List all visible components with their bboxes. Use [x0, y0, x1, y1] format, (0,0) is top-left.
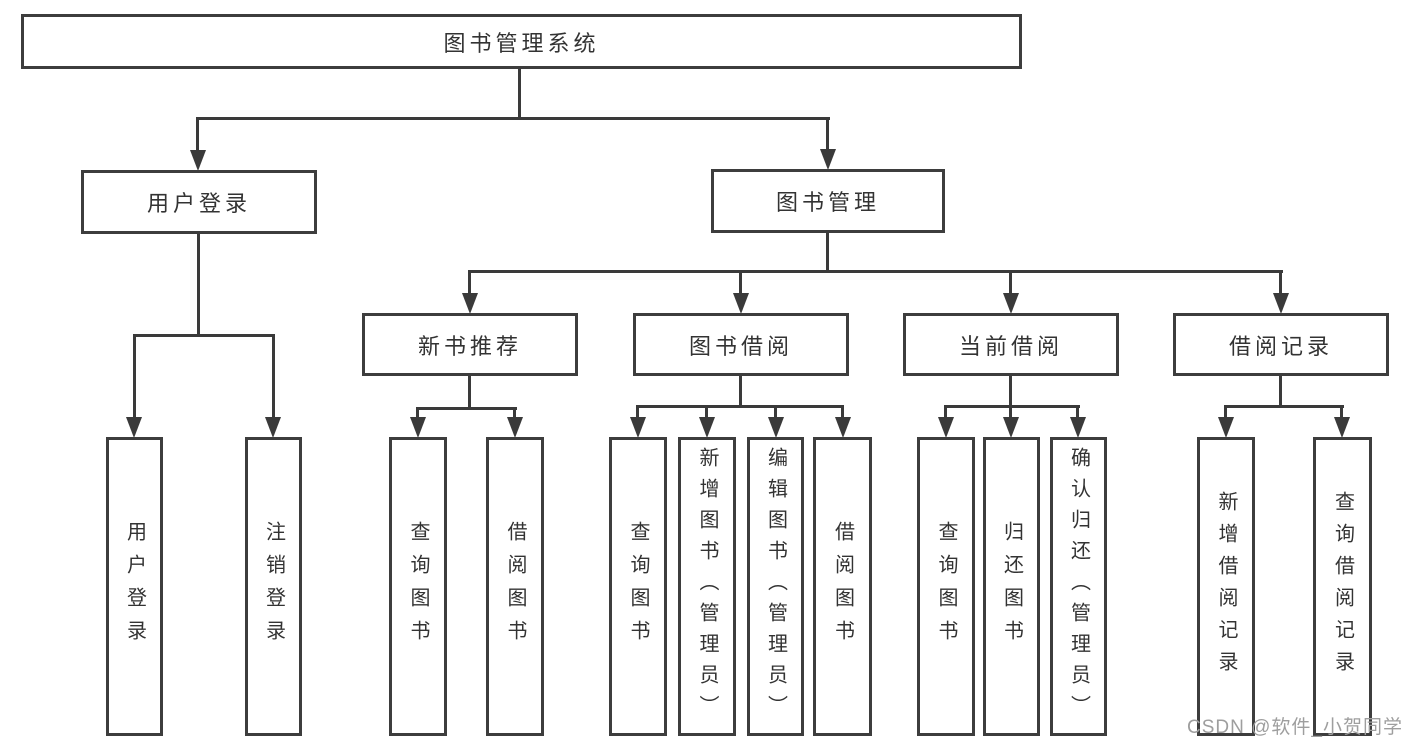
arrowhead-icon: [820, 149, 836, 170]
leaf-edit-book-admin: 编辑图书（管理员）: [747, 437, 804, 736]
connector-line: [133, 334, 275, 337]
leaf-add-book-admin: 新增图书（管理员）: [678, 437, 736, 736]
arrowhead-icon: [462, 293, 478, 314]
leaf-confirm-return-admin: 确认归还（管理员）: [1050, 437, 1107, 736]
connector-line: [739, 376, 742, 407]
leaf-recommend-query-book: 查询图书: [389, 437, 447, 736]
connector-line: [636, 405, 639, 419]
connector-line: [826, 233, 829, 272]
leaf-query-borrow-record: 查询借阅记录: [1313, 437, 1372, 736]
connector-line: [826, 117, 829, 152]
arrowhead-icon: [768, 417, 784, 438]
leaf-borrow-book-label: 借阅图书: [831, 520, 854, 653]
node-current-borrow-label: 当前借阅: [958, 333, 1063, 359]
leaf-confirm-return-admin-label: 确认归还（管理员）: [1067, 447, 1090, 726]
connector-line: [513, 407, 516, 419]
leaf-borrow-query-book: 查询图书: [609, 437, 667, 736]
leaf-add-borrow-record: 新增借阅记录: [1197, 437, 1255, 736]
arrowhead-icon: [1003, 293, 1019, 314]
arrowhead-icon: [699, 417, 715, 438]
connector-line: [1009, 270, 1012, 295]
node-book-management: 图书管理: [711, 169, 945, 233]
leaf-current-query-book: 查询图书: [917, 437, 975, 736]
leaf-logout-label: 注销登录: [262, 520, 285, 653]
node-borrow-record-label: 借阅记录: [1228, 333, 1333, 359]
leaf-recommend-borrow-book: 借阅图书: [486, 437, 544, 736]
leaf-add-borrow-record-label: 新增借阅记录: [1215, 490, 1237, 683]
csdn-watermark: CSDN @软件_小贺同学: [1187, 717, 1403, 738]
leaf-borrow-book: 借阅图书: [813, 437, 872, 736]
arrowhead-icon: [265, 417, 281, 438]
arrowhead-icon: [1070, 417, 1086, 438]
connector-line: [468, 270, 471, 295]
node-borrow-record: 借阅记录: [1173, 313, 1389, 376]
connector-line: [1076, 405, 1079, 419]
connector-line: [1009, 405, 1012, 419]
node-user-login: 用户登录: [81, 170, 317, 234]
connector-line: [1224, 405, 1227, 419]
connector-line: [197, 234, 200, 336]
leaf-query-borrow-record-label: 查询借阅记录: [1331, 490, 1354, 683]
arrowhead-icon: [938, 417, 954, 438]
node-new-book-recommend-label: 新书推荐: [417, 333, 522, 359]
leaf-current-query-book-label: 查询图书: [935, 520, 957, 653]
connector-line: [196, 117, 830, 120]
leaf-user-login: 用户登录: [106, 437, 163, 736]
connector-line: [1279, 376, 1282, 407]
leaf-return-book: 归还图书: [983, 437, 1040, 736]
arrowhead-icon: [507, 417, 523, 438]
arrowhead-icon: [190, 150, 206, 171]
node-new-book-recommend: 新书推荐: [362, 313, 578, 376]
node-user-login-label: 用户登录: [146, 191, 251, 216]
leaf-user-login-label: 用户登录: [123, 520, 146, 653]
arrowhead-icon: [630, 417, 646, 438]
connector-line: [774, 405, 777, 419]
arrowhead-icon: [126, 417, 142, 438]
connector-line: [944, 405, 947, 419]
connector-line: [468, 270, 1283, 273]
connector-line: [196, 117, 199, 153]
connector-line: [518, 69, 521, 119]
connector-line: [739, 270, 742, 295]
node-book-borrow-label: 图书借阅: [688, 333, 793, 359]
leaf-borrow-query-book-label: 查询图书: [627, 520, 649, 653]
connector-line: [1009, 376, 1012, 407]
connector-line: [1340, 405, 1343, 419]
arrowhead-icon: [1273, 293, 1289, 314]
arrowhead-icon: [1218, 417, 1234, 438]
arrowhead-icon: [410, 417, 426, 438]
arrowhead-icon: [1334, 417, 1350, 438]
leaf-logout: 注销登录: [245, 437, 302, 736]
node-current-borrow: 当前借阅: [903, 313, 1119, 376]
node-book-borrow: 图书借阅: [633, 313, 849, 376]
connector-line: [1279, 270, 1282, 295]
connector-line: [636, 405, 844, 408]
connector-line: [841, 405, 844, 419]
connector-line: [272, 334, 275, 419]
leaf-add-book-admin-label: 新增图书（管理员）: [696, 447, 718, 726]
arrowhead-icon: [733, 293, 749, 314]
connector-line: [705, 405, 708, 419]
connector-line: [416, 407, 419, 419]
leaf-recommend-query-book-label: 查询图书: [407, 520, 429, 653]
arrowhead-icon: [1003, 417, 1019, 438]
arrowhead-icon: [835, 417, 851, 438]
node-book-management-label: 图书管理: [775, 190, 880, 215]
connector-line: [1224, 405, 1344, 408]
leaf-recommend-borrow-book-label: 借阅图书: [504, 520, 526, 653]
node-root-label: 图书管理系统: [443, 30, 600, 56]
connector-line: [416, 407, 517, 410]
node-root: 图书管理系统: [21, 14, 1022, 69]
leaf-return-book-label: 归还图书: [1000, 520, 1023, 653]
connector-line: [468, 376, 471, 409]
connector-line: [944, 405, 1080, 408]
leaf-edit-book-admin-label: 编辑图书（管理员）: [764, 447, 787, 726]
connector-line: [133, 334, 136, 419]
